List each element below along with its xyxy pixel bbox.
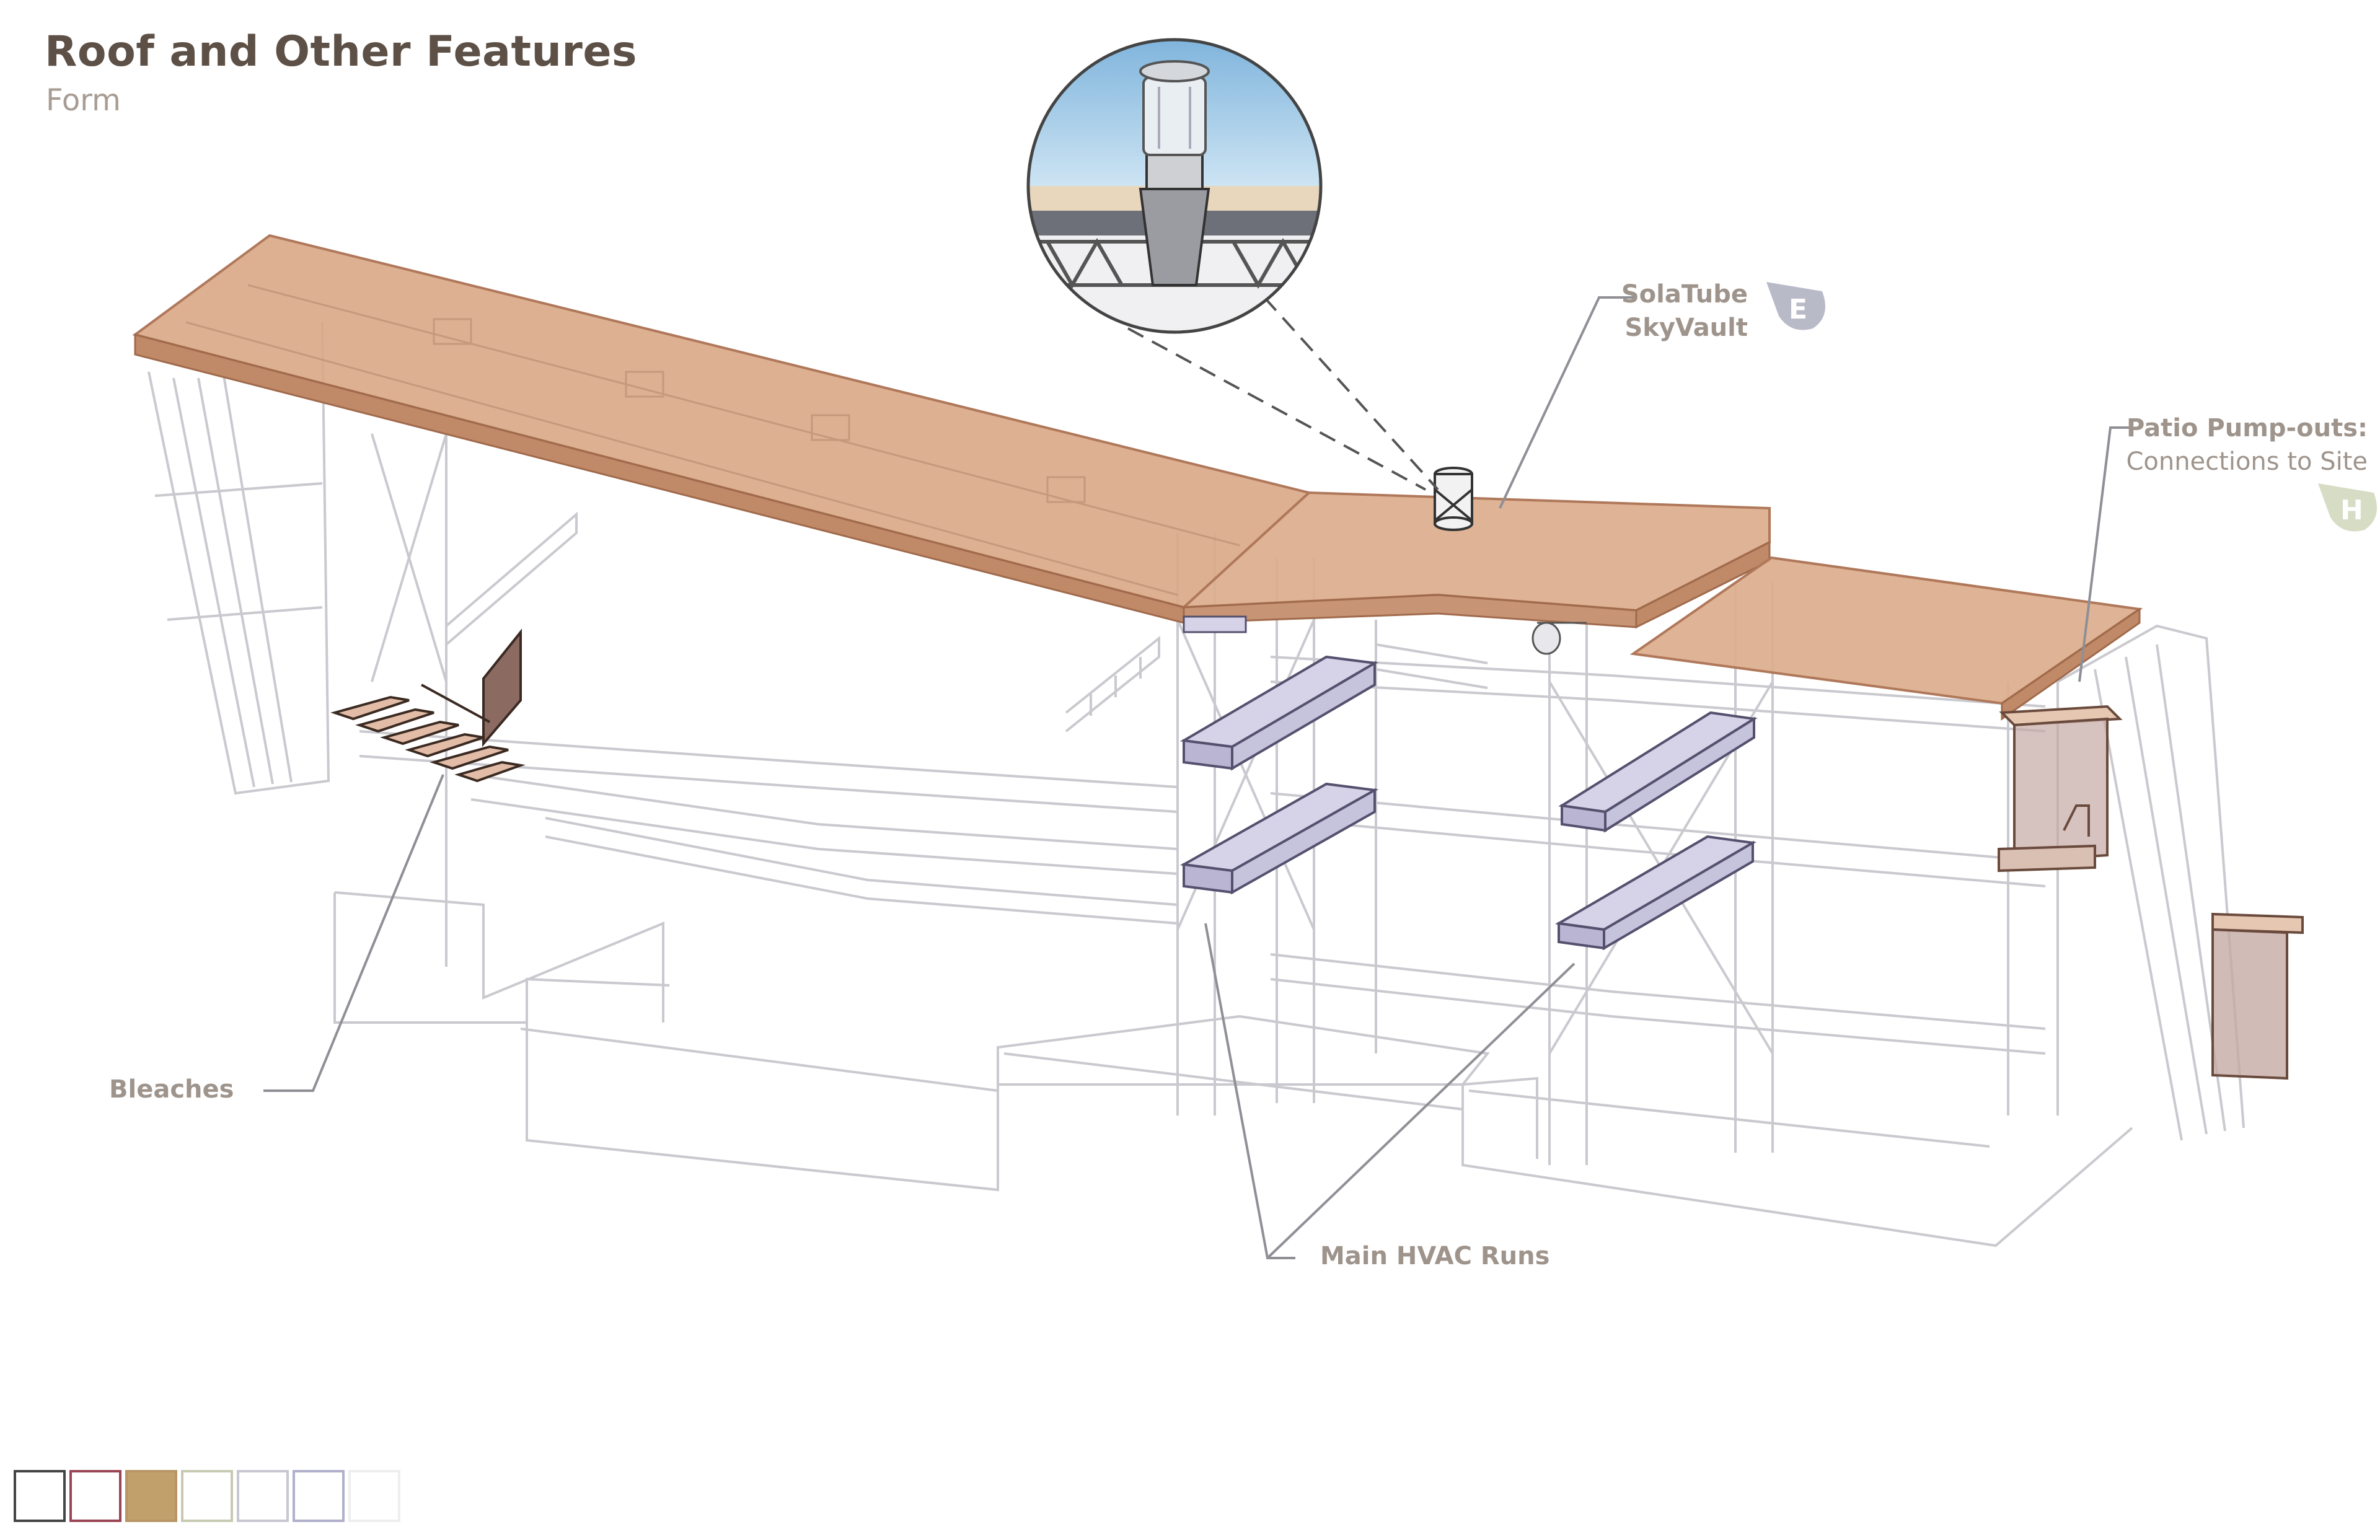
hvac-duct-1 [1179,655,1379,771]
solatube-label: SolaTube SkyVault [1587,280,1748,342]
badge-h-letter: H [2340,495,2363,526]
leader-lines [263,296,2132,1259]
solatube-label-line2: SkyVault [1624,314,1748,342]
patio-pump-outs-label: Patio Pump-outs: Connections to Site [2045,414,2368,476]
patio-label-line2: Connections to Site [2126,447,2368,476]
hvac-duct-4 [1554,835,1757,951]
solatube-detail-inset [1026,38,1323,334]
badge-e-shape [1766,282,1825,330]
legend-swatch-5 [237,1470,289,1522]
detail-dashed-lines [1127,296,1439,491]
solatube-label-line1: SolaTube [1621,280,1748,309]
legend-swatch-3 [125,1470,177,1522]
structural-frame [148,322,2245,1247]
badge-h-shape [2318,483,2377,532]
hvac-duct-3 [1558,711,1758,833]
legend-swatch-6 [293,1470,345,1522]
roof-right-slab [1629,556,2143,721]
roof-drain-cylinder [1532,622,1587,655]
page-title: Roof and Other Features [45,27,637,76]
bleachers [330,628,526,783]
hvac-label: Main HVAC Runs [1320,1242,1550,1270]
legend-swatch-4 [181,1470,233,1522]
badge-e-letter: E [1789,294,1808,325]
legend-swatches [14,1470,404,1522]
hvac-duct-2 [1179,782,1379,895]
solatube-unit [1434,467,1473,531]
hvac-plenum-box [1183,615,1247,633]
legend-swatch-2 [69,1470,121,1522]
patio-pump-out-upper [1998,705,2123,873]
roof-center-slab [1180,491,1771,629]
legend-swatch-7 [348,1470,400,1522]
page-subtitle: Form [46,83,121,118]
bleaches-label: Bleaches [109,1075,234,1104]
patio-label-line1: Patio Pump-outs: [2126,414,2368,442]
legend-swatch-1 [14,1470,66,1522]
patio-pump-out-lower [2211,912,2304,1080]
